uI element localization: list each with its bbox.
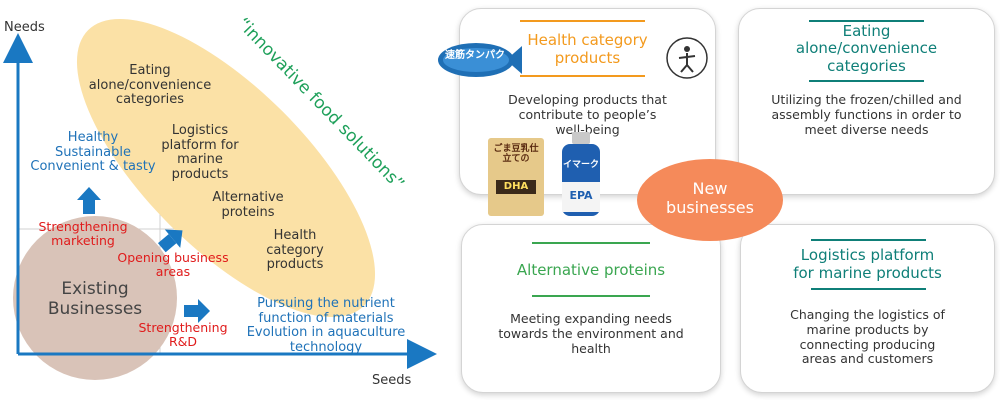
- existing-businesses-label: Existing Businesses: [47, 279, 143, 320]
- card-title: Eating alone/convenience categories: [795, 22, 938, 75]
- fish-product-logo: 速筋タンパク: [436, 36, 522, 84]
- card-title-rule-bottom: [809, 80, 924, 82]
- healthy-sustainable-text: Healthy Sustainable Convenient & tasty: [30, 130, 156, 175]
- existing-businesses-circle: [13, 216, 177, 380]
- card-body: Changing the logistics of marine product…: [790, 307, 945, 367]
- card-alternative-proteins: Alternative proteins Meeting expanding n…: [461, 224, 721, 393]
- ellipse-item-logistics: Logistics platform for marine products: [161, 123, 239, 182]
- box-product: ごま豆乳仕立ての DHA: [488, 138, 544, 216]
- x-axis-label: Seeds: [372, 373, 412, 388]
- card-title: Health category products: [527, 31, 648, 67]
- card-title-rule-bottom: [532, 295, 650, 297]
- y-axis-label: Needs: [4, 20, 45, 35]
- innovation-ellipse: [76, 18, 376, 318]
- strengthening-marketing-text: Strengthening marketing: [38, 219, 128, 248]
- card-body: Meeting expanding needs towards the envi…: [498, 311, 684, 356]
- block-arrow-diagonal: [157, 229, 183, 253]
- card-title-rule-top: [532, 242, 650, 244]
- card-title-rule-top: [811, 239, 926, 241]
- ellipse-item-alternative: Alternative proteins: [212, 190, 284, 220]
- seal-icon: [666, 37, 708, 79]
- bottle-product-label: イマーク: [562, 160, 599, 170]
- card-title-rule-top: [809, 20, 924, 22]
- health-seal-logo: [665, 36, 709, 80]
- bottle-product: イマーク EPA: [558, 132, 604, 218]
- new-businesses-label: New businesses: [666, 179, 754, 218]
- box-product-label: ごま豆乳仕立ての: [493, 144, 539, 165]
- diagram-shapes: [2, 18, 437, 380]
- card-title: Alternative proteins: [516, 261, 666, 279]
- new-businesses-circle: New businesses: [637, 159, 783, 241]
- fish-icon: [438, 43, 522, 77]
- ellipse-item-eating: Eating alone/convenience categories: [88, 63, 212, 108]
- card-title: Logistics platform for marine products: [793, 246, 942, 282]
- card-body: Utilizing the frozen/chilled and assembl…: [771, 92, 962, 137]
- opening-business-areas-text: Opening business areas: [117, 250, 229, 279]
- fish-product-label: 速筋タンパク: [445, 50, 505, 61]
- strengthening-rd-text: Strengthening R&D: [138, 320, 228, 349]
- bottle-product-sub: EPA: [569, 189, 593, 202]
- ellipse-item-health: Health category products: [266, 228, 324, 273]
- card-title-rule-bottom: [520, 75, 645, 77]
- card-body: Developing products that contribute to p…: [508, 92, 667, 137]
- card-title-rule-bottom: [811, 288, 926, 290]
- card-eating-alone: Eating alone/convenience categories Util…: [738, 8, 995, 195]
- block-arrow-up: [77, 187, 101, 214]
- bottle-icon: [562, 132, 600, 216]
- card-title-rule-top: [520, 20, 645, 22]
- block-arrow-right: [184, 299, 210, 323]
- box-product-sub: DHA: [496, 180, 536, 194]
- pursuing-nutrient-text: Pursuing the nutrient function of materi…: [246, 296, 406, 355]
- card-logistics-platform: Logistics platform for marine products C…: [740, 224, 995, 393]
